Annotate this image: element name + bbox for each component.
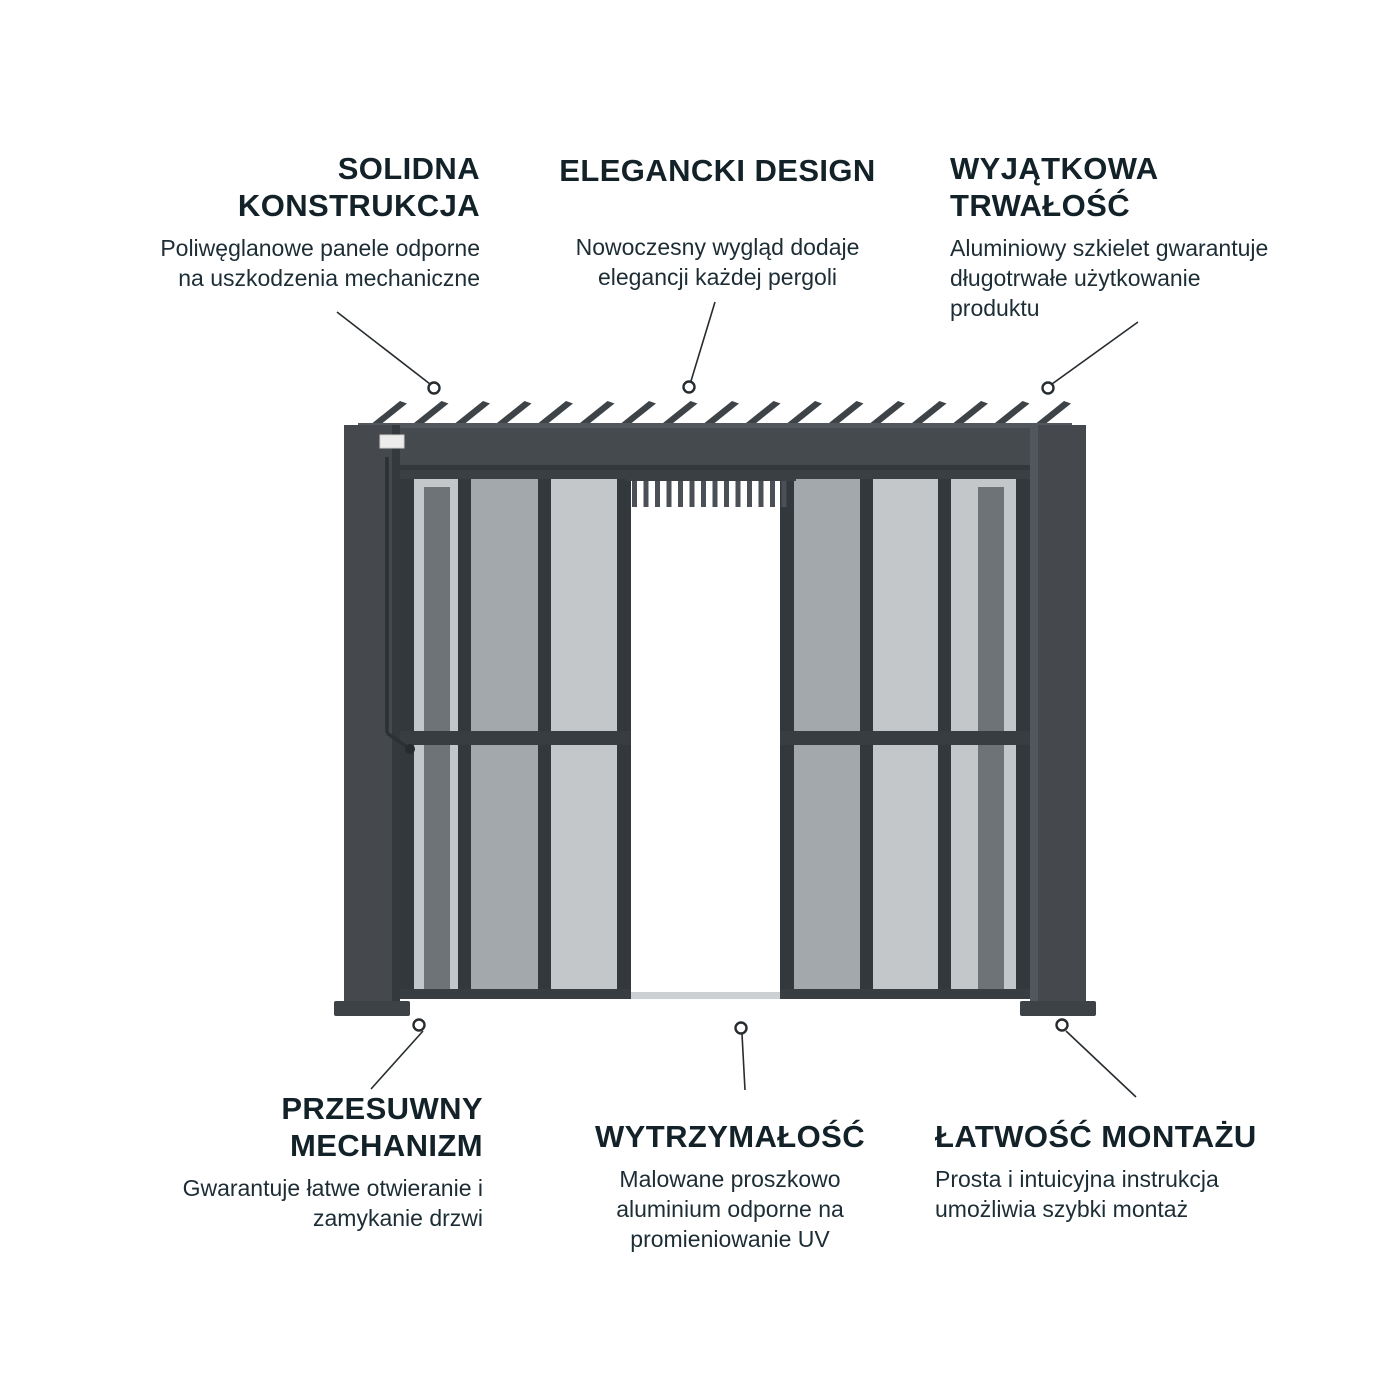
louver-support-bar (626, 475, 796, 481)
feature-title: WYTRZYMAŁOŚĆ (595, 1119, 865, 1154)
crank-handle (385, 457, 415, 754)
feature-easy-assembly: ŁATWOŚĆ MONTAŻU Prosta i intuicyjna inst… (935, 1118, 1295, 1224)
right-column-edge (1030, 425, 1038, 1005)
left-column-edge (392, 425, 400, 1005)
pergola-illustration (330, 395, 1100, 1025)
feature-description: Poliwęglanowe panele odporne na uszkodze… (160, 235, 480, 291)
left-column (344, 425, 400, 1005)
door-opening (631, 479, 780, 999)
right-foot (1020, 1001, 1096, 1016)
top-beam-highlight (358, 423, 1072, 428)
hanging-louvers (632, 481, 787, 507)
feature-elegant-design: ELEGANCKI DESIGN Nowoczesny wygląd dodaj… (540, 152, 895, 292)
feature-description: Malowane proszkowo aluminium odporne na … (616, 1166, 844, 1252)
top-beam (358, 423, 1072, 470)
feature-title: ELEGANCKI DESIGN (559, 153, 876, 188)
marker-dot-top-right (1041, 381, 1055, 395)
marker-dot-top-left (427, 381, 441, 395)
brand-plate (379, 434, 405, 449)
left-glass-panels (400, 479, 631, 999)
top-beam-shadow (358, 465, 1072, 470)
right-glass-panels (780, 479, 1030, 999)
feature-exceptional-durability: WYJĄTKOWA TRWAŁOŚĆ Aluminiowy szkielet g… (950, 150, 1320, 323)
left-foot (334, 1001, 410, 1016)
feature-description: Gwarantuje łatwe otwieranie i zamykanie … (182, 1175, 483, 1231)
feature-description: Nowoczesny wygląd dodaje elegancji każde… (575, 234, 860, 290)
door-threshold (631, 992, 780, 999)
feature-title: PRZESUWNY MECHANIZM (281, 1091, 483, 1163)
feature-description: Aluminiowy szkielet gwarantuje długotrwa… (950, 235, 1269, 321)
pergola-svg (334, 401, 1096, 1016)
feature-title: WYJĄTKOWA TRWAŁOŚĆ (950, 151, 1159, 223)
feature-solid-construction: SOLIDNA KONSTRUKCJA Poliwęglanowe panele… (100, 150, 480, 293)
feature-strength: WYTRZYMAŁOŚĆ Malowane proszkowo aluminiu… (565, 1118, 895, 1254)
right-column (1030, 425, 1086, 1005)
feature-sliding-mechanism: PRZESUWNY MECHANIZM Gwarantuje łatwe otw… (103, 1090, 483, 1233)
roof-louvers (370, 401, 1071, 428)
feature-description: Prosta i intuicyjna instrukcja umożliwia… (935, 1166, 1219, 1222)
feature-title: ŁATWOŚĆ MONTAŻU (935, 1119, 1257, 1154)
marker-dot-top-center (682, 380, 696, 394)
feature-title: SOLIDNA KONSTRUKCJA (237, 151, 480, 223)
interior-top-rail (400, 470, 1030, 479)
